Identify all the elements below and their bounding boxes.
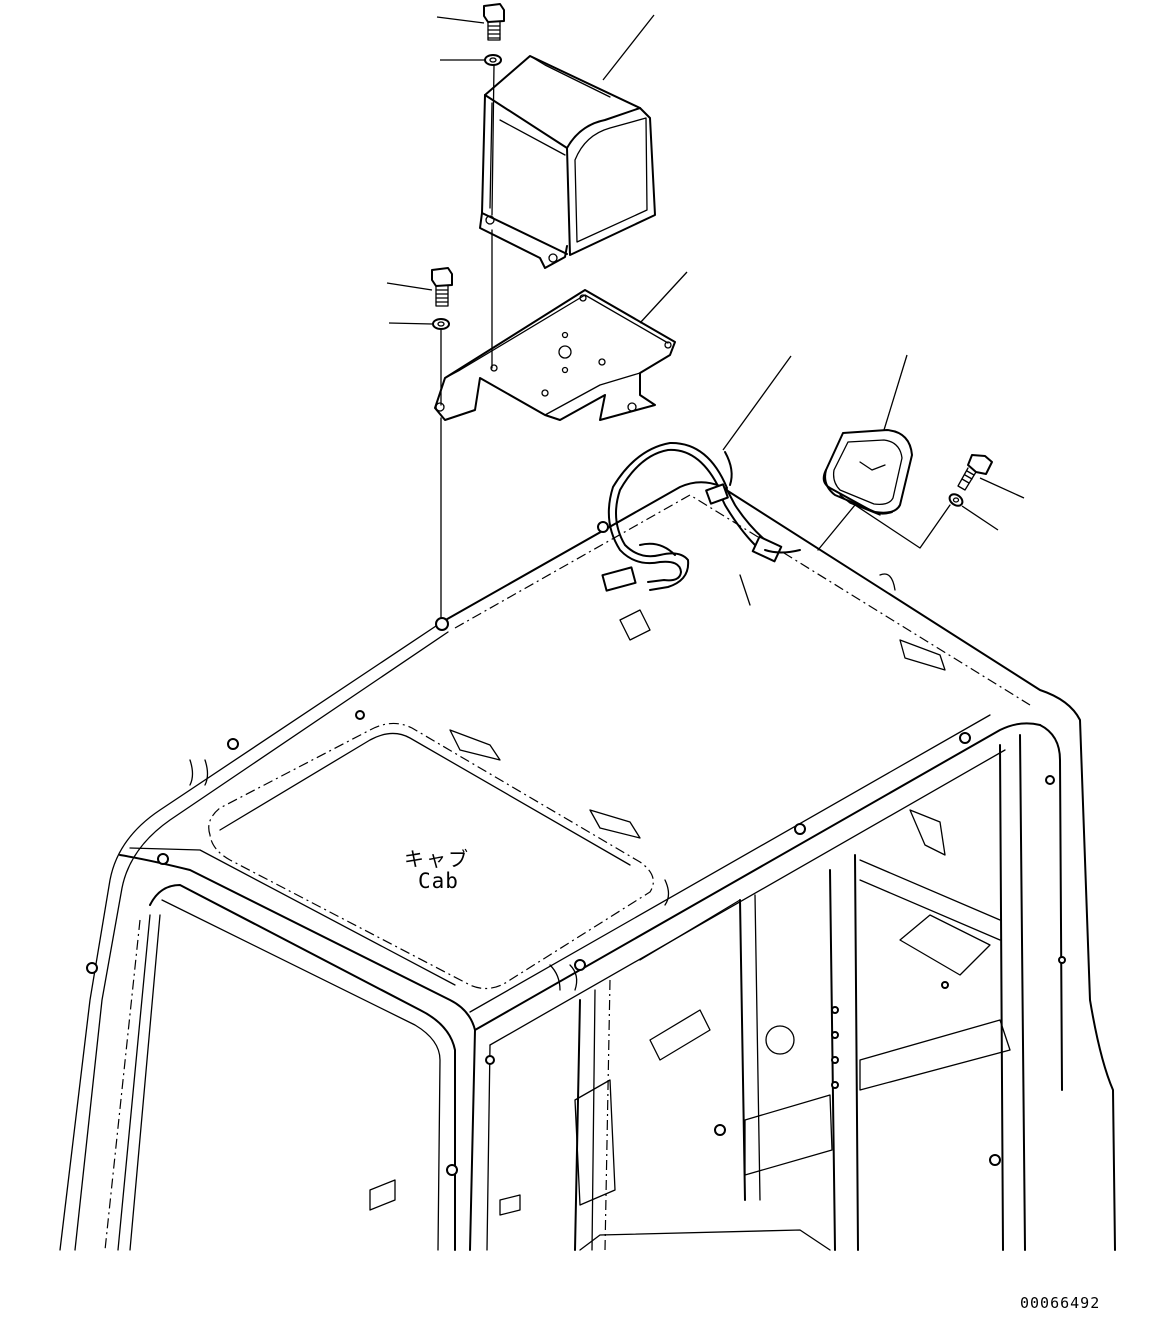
cab-label-english: Cab xyxy=(418,869,459,893)
lamp xyxy=(822,429,913,516)
wiring-harness xyxy=(601,441,801,606)
leader-lines xyxy=(386,14,1025,531)
drawing-number: 00066492 xyxy=(1020,1294,1101,1312)
washer-top xyxy=(484,54,502,66)
bolt-top xyxy=(483,3,505,41)
washer-left xyxy=(432,318,450,330)
bolt-left xyxy=(431,267,453,307)
assembly-lines xyxy=(440,64,951,619)
bolt-right xyxy=(957,454,993,491)
cab-label-japanese: キャブ xyxy=(404,847,470,871)
cover-box xyxy=(479,55,656,269)
washer-right xyxy=(948,493,964,507)
mounting-bracket xyxy=(434,289,676,421)
cab xyxy=(59,481,1116,1251)
